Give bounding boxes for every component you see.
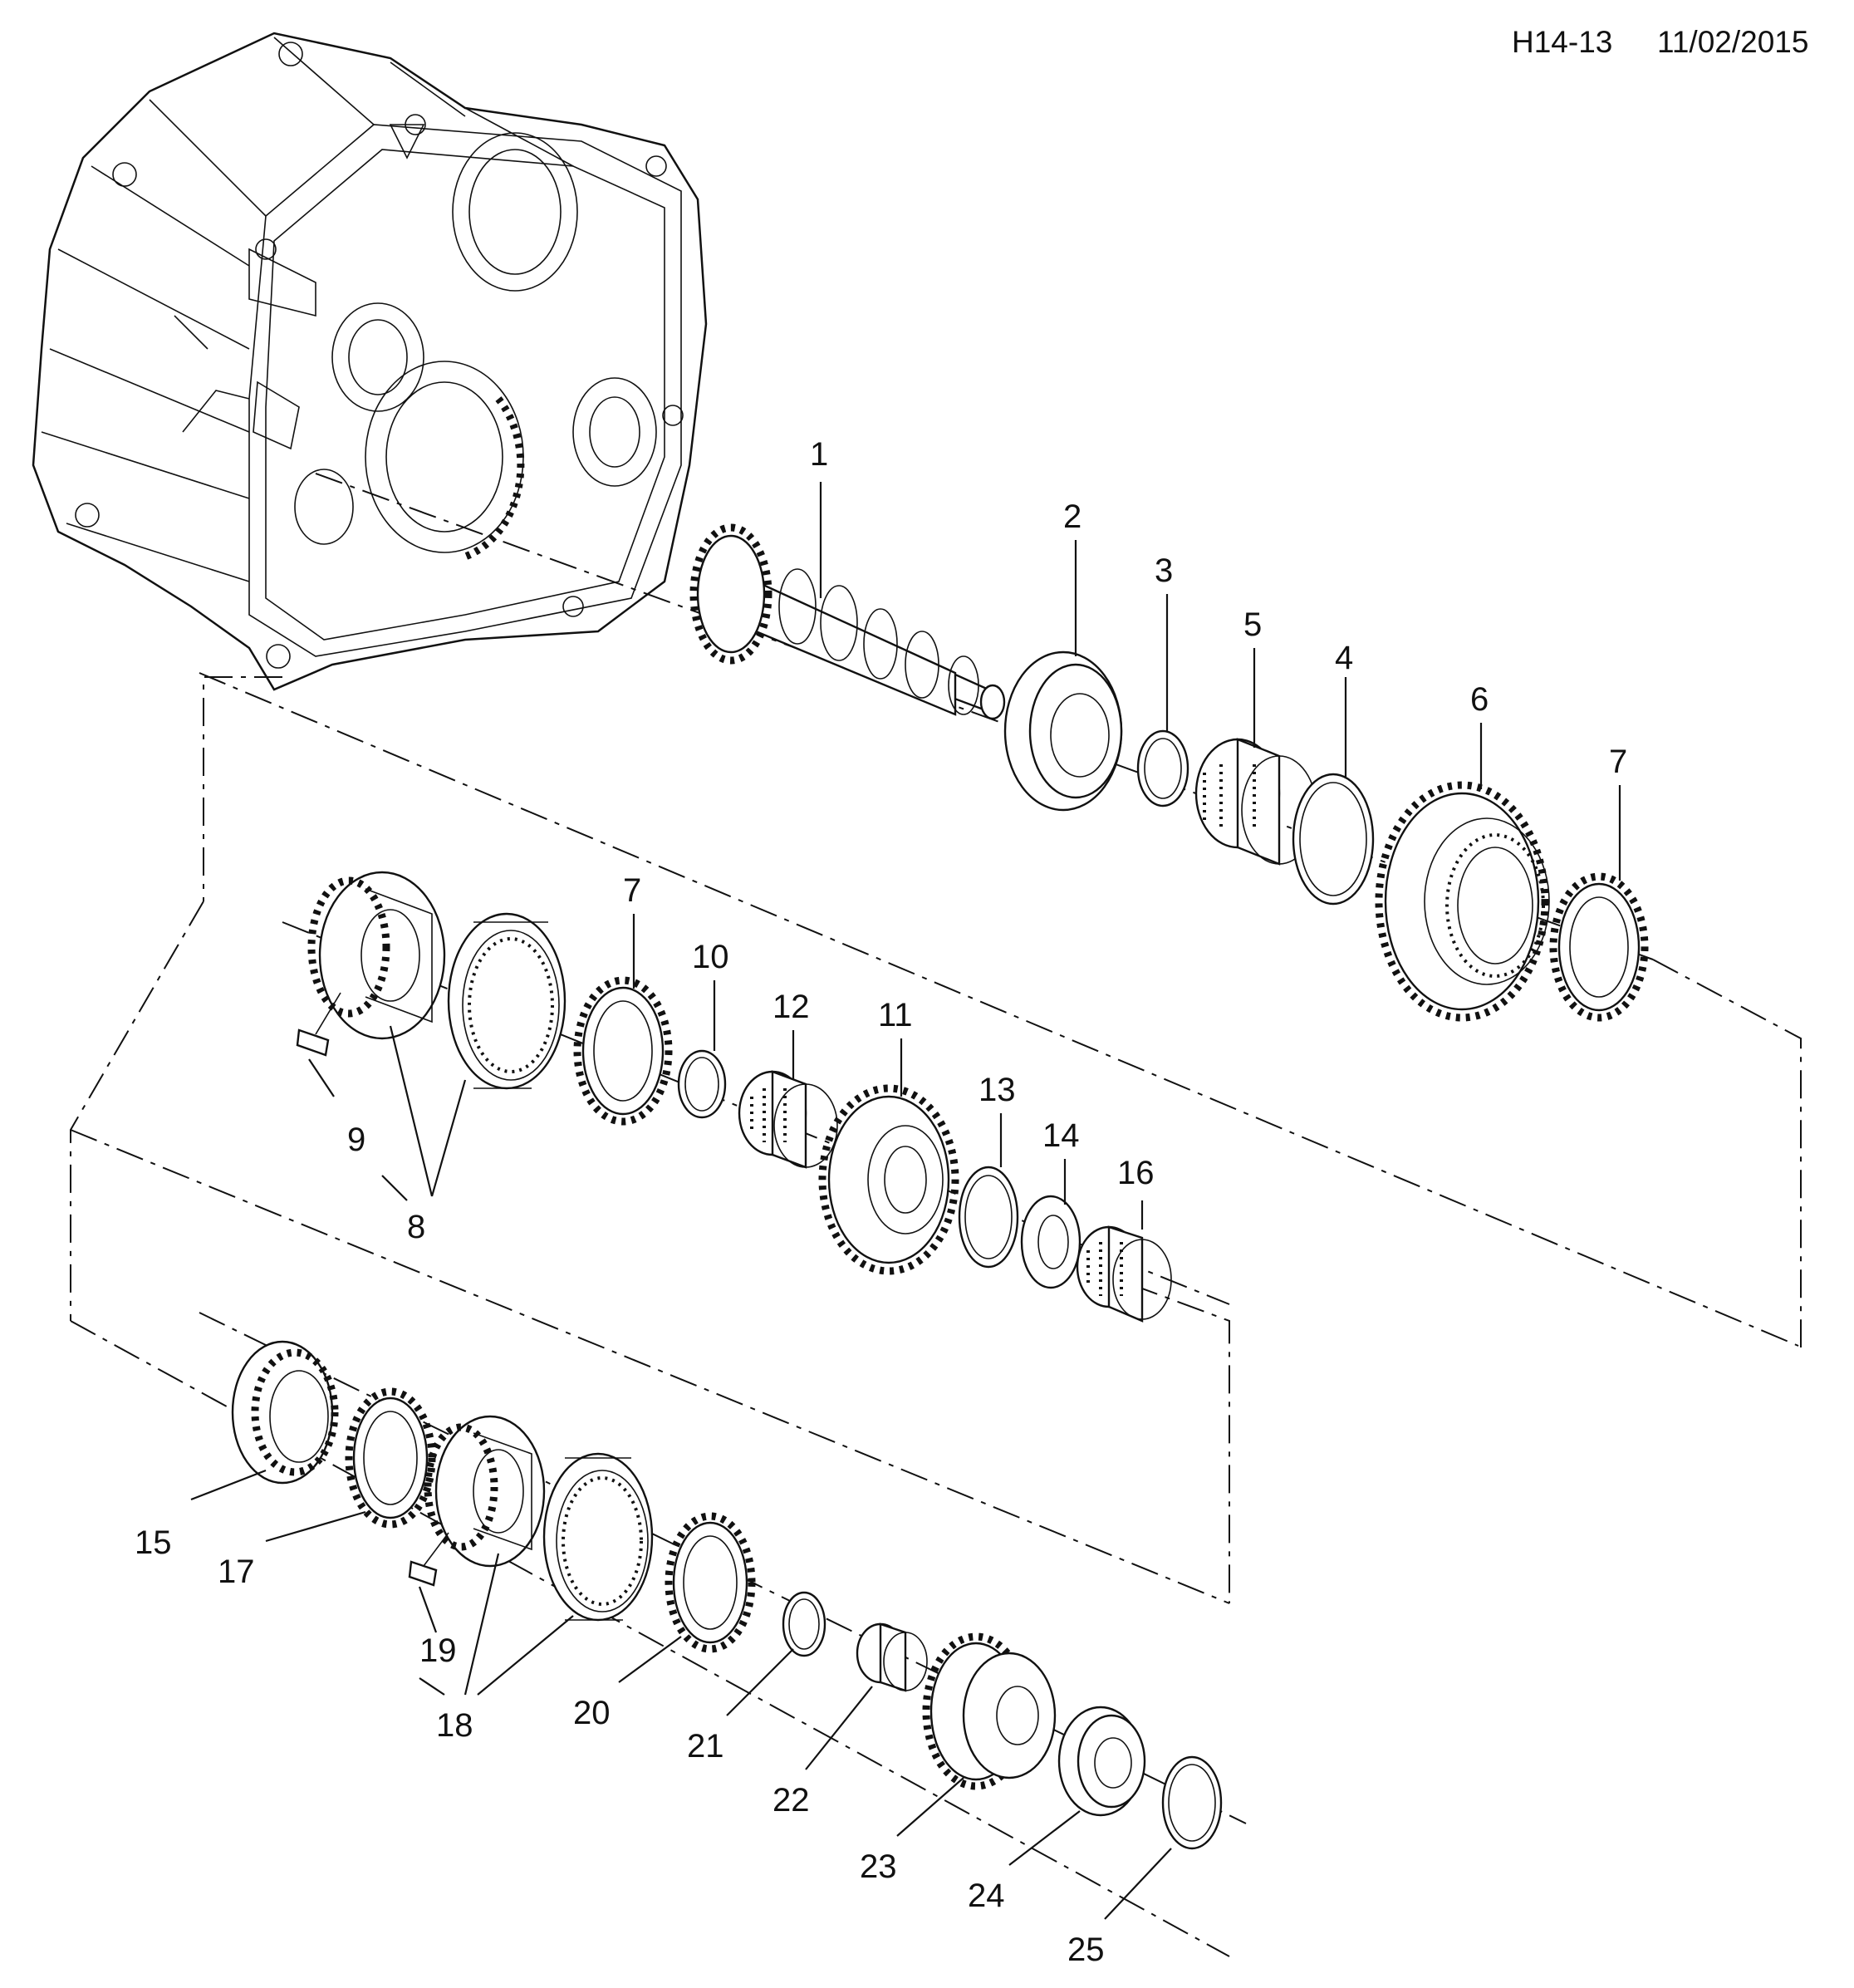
part-24-bearing [1057,1706,1146,1817]
callout-21: 21 [687,1728,724,1765]
callout-4: 4 [1335,640,1353,676]
part-7-synchro-ring-upper [1549,872,1649,1022]
callout-16: 16 [1117,1155,1155,1191]
callout-18: 18 [436,1707,473,1744]
callout-11: 11 [878,997,913,1033]
callout-24: 24 [968,1878,1005,1914]
callout-12: 12 [772,989,810,1025]
callout-10: 10 [692,939,729,975]
diagram-date: 11/02/2015 [1657,25,1809,59]
part-25-snap-ring [1161,1755,1223,1850]
part-8-synchro-hub [307,871,446,1040]
part-20-synchro-ring [665,1512,756,1653]
part-22-needle-bearing [856,1622,928,1692]
part-21-snap-ring [782,1591,826,1657]
boundary-row-1 [199,672,1799,1347]
part-9-key [296,992,341,1057]
callout-14: 14 [1042,1117,1080,1154]
part-7-synchro-ring-lower [573,976,673,1126]
part-3-snap-ring [1136,729,1189,807]
part-14-washer [1020,1195,1082,1289]
part-15-ring-gear [231,1340,339,1485]
diagram-code: H14-13 [1512,25,1613,59]
part-17-synchro-ring [345,1387,436,1529]
part-6-gear [1375,781,1550,1022]
callout-5: 5 [1243,606,1262,643]
leader-lines [190,482,1621,1920]
part-4-ring [1292,773,1375,906]
part-12-needle-bearing [738,1070,838,1169]
callout-22: 22 [772,1782,810,1819]
callout-17: 17 [218,1554,255,1590]
part-16-needle-bearing [1076,1225,1172,1323]
part-8-sleeve [447,912,566,1090]
callout-23: 23 [860,1848,897,1885]
boundary-row-3 [70,1129,1230,1604]
boundary-row-1-ends [203,676,282,901]
part-13-ring [958,1166,1019,1269]
callout-25: 25 [1067,1932,1105,1968]
callout-numbers: 1 2 3 4 5 6 7 7 8 9 10 11 12 13 14 15 16… [135,436,1627,1968]
part-11-gear [818,1084,959,1275]
boundary-row-2-left [70,901,204,1321]
boundary-row-1-ends-right [1652,959,1802,1347]
callout-8: 8 [407,1209,425,1245]
transmission-case [32,32,708,691]
callout-15: 15 [135,1524,172,1561]
callout-1: 1 [810,436,828,473]
part-1-input-shaft [689,523,1006,720]
part-19-key [408,1532,449,1587]
callout-9: 9 [347,1122,365,1158]
part-18-sleeve [542,1452,654,1622]
callout-13: 13 [978,1072,1016,1108]
part-10-snap-ring [677,1049,727,1119]
callout-6: 6 [1470,681,1489,718]
part-2-bearing [1003,650,1123,812]
callout-20: 20 [573,1695,611,1731]
callout-7-lower: 7 [623,872,641,909]
callout-19: 19 [419,1632,457,1669]
part-18-synchro-hub [424,1415,546,1568]
part-23-gear [922,1632,1057,1790]
callout-7: 7 [1609,744,1627,780]
callout-3: 3 [1155,552,1173,589]
part-5-needle-bearing [1194,738,1317,866]
callout-2: 2 [1063,498,1082,535]
